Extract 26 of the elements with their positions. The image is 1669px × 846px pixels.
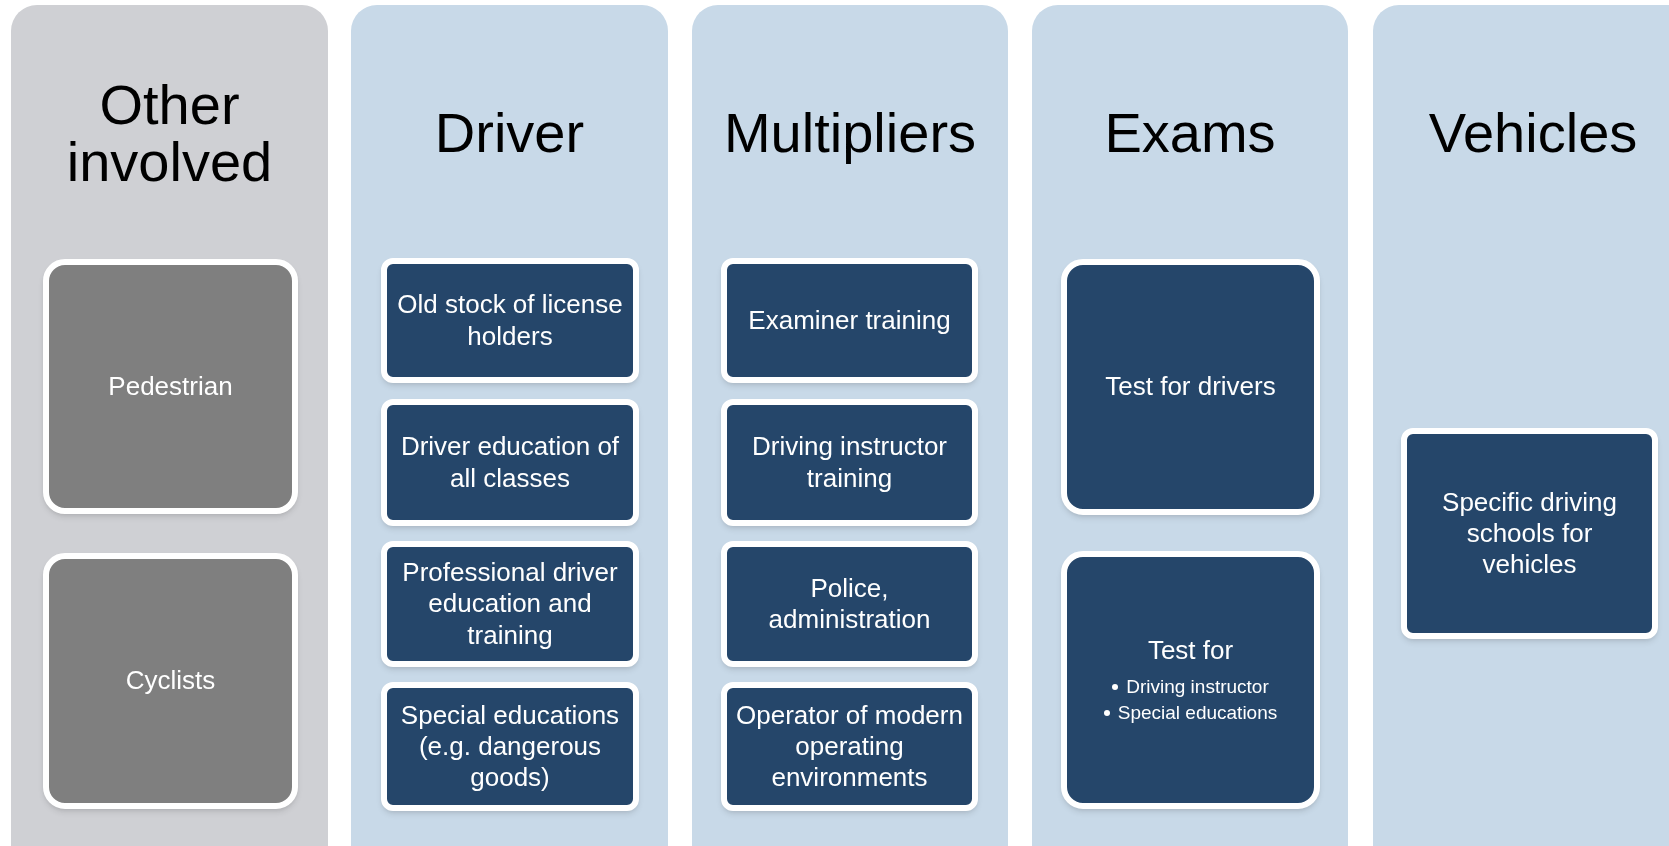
category-box: Test for drivers <box>1061 259 1320 515</box>
bullet-item: Special educations <box>1117 701 1278 726</box>
category-box <box>1061 551 1320 809</box>
column-heading: Other involved <box>65 71 274 195</box>
category-box: Operator of modern operating environments <box>721 682 978 811</box>
column-heading: Exams <box>1103 100 1277 167</box>
category-box: Professional driver education and training <box>381 541 639 667</box>
column-heading: Driver <box>433 100 586 167</box>
column-heading: Multipliers <box>722 100 978 167</box>
column-heading: Vehicles <box>1427 100 1639 167</box>
category-box: Police, administration <box>721 541 978 667</box>
column-panel <box>692 5 1008 846</box>
column-panel <box>351 5 668 846</box>
column-panel <box>1373 5 1669 846</box>
category-box: Pedestrian <box>43 259 298 514</box>
column-panel <box>1032 5 1348 846</box>
bullet-item: Driving instructor <box>1126 675 1269 700</box>
category-box: Special educations (e.g. dangerous goods) <box>381 682 639 811</box>
category-box: Examiner training <box>721 258 978 383</box>
category-box: Driving instructor training <box>721 399 978 526</box>
category-box: Cyclists <box>43 553 298 809</box>
column-panel <box>11 5 328 846</box>
category-box: Specific driving schools for vehicles <box>1401 428 1658 639</box>
box-heading: Test for <box>1147 633 1234 667</box>
category-box: Driver education of all classes <box>381 399 639 526</box>
category-box: Old stock of license holders <box>381 258 639 383</box>
